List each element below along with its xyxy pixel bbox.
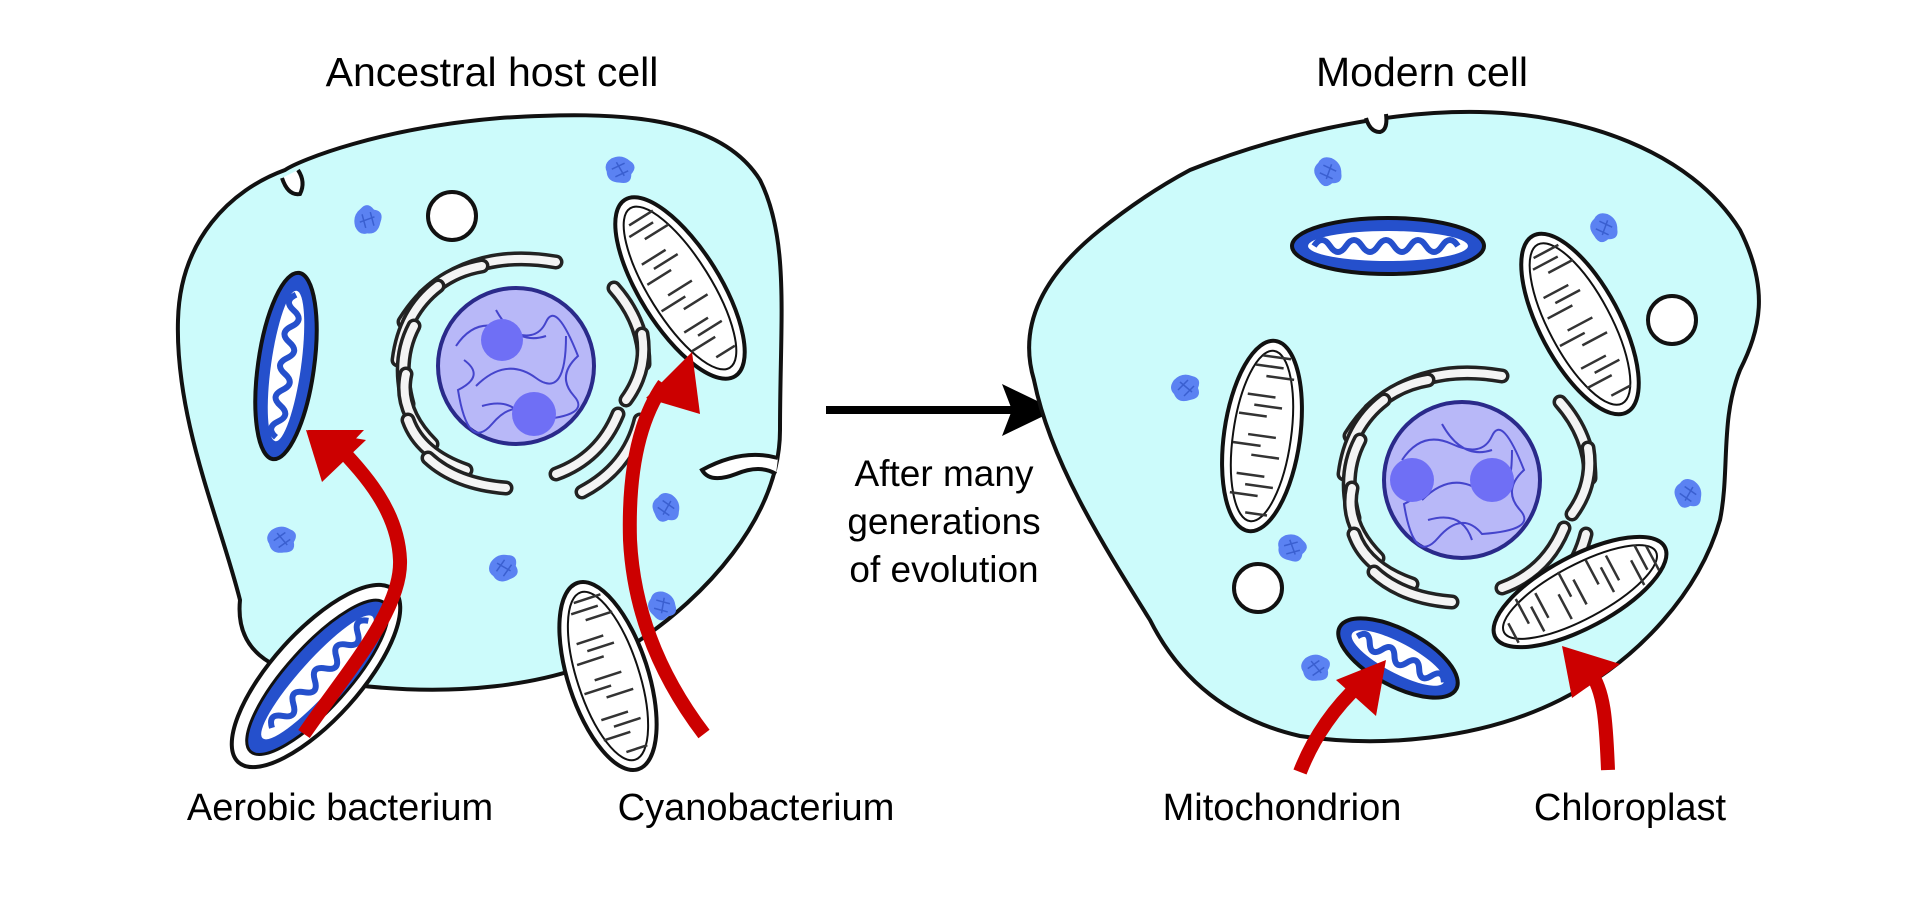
aerobic-bacterium-shape xyxy=(229,582,403,770)
transition-line-2: generations xyxy=(847,501,1040,542)
right-chloroplast-lower xyxy=(1491,528,1669,652)
left-chloroplast-inside xyxy=(612,195,747,381)
modern-cell xyxy=(1027,109,1761,775)
right-arrow-mitochondrion xyxy=(1293,660,1386,775)
transition-line-1: After many xyxy=(855,453,1034,494)
left-mitochondrion-inside xyxy=(253,270,319,462)
right-chloroplast-upper xyxy=(1516,231,1641,417)
right-mitochondrion-top xyxy=(1290,216,1486,276)
right-nucleolus-1 xyxy=(1390,458,1434,502)
left-engulf-arrow-cyano xyxy=(622,352,710,739)
left-nucleolus-2 xyxy=(512,392,556,436)
right-nucleus xyxy=(1382,400,1542,560)
right-mitochondrion-bottom xyxy=(1336,616,1460,700)
left-nucleolus-1 xyxy=(481,319,523,361)
cyanobacterium-shape xyxy=(555,579,659,773)
right-vacuole-2 xyxy=(1232,562,1284,614)
right-arrow-chloroplast xyxy=(1562,646,1620,771)
title-ancestral-host-cell: Ancestral host cell xyxy=(326,49,659,95)
right-vacuole-1 xyxy=(1646,294,1698,346)
left-engulf-arrow-aerobic xyxy=(298,430,408,738)
label-cyanobacterium: Cyanobacterium xyxy=(618,787,895,829)
evolution-arrow xyxy=(826,384,1056,436)
transition-line-3: of evolution xyxy=(849,549,1038,590)
right-chloroplast-left xyxy=(1220,338,1304,534)
right-nucleolus-2 xyxy=(1470,458,1514,502)
title-modern-cell: Modern cell xyxy=(1316,49,1528,95)
label-aerobic-bacterium: Aerobic bacterium xyxy=(187,787,493,829)
left-nucleus xyxy=(436,286,596,446)
ancestral-host-cell xyxy=(175,113,784,773)
label-mitochondrion: Mitochondrion xyxy=(1163,787,1402,829)
label-chloroplast: Chloroplast xyxy=(1534,787,1727,829)
left-vacuole xyxy=(426,190,478,242)
